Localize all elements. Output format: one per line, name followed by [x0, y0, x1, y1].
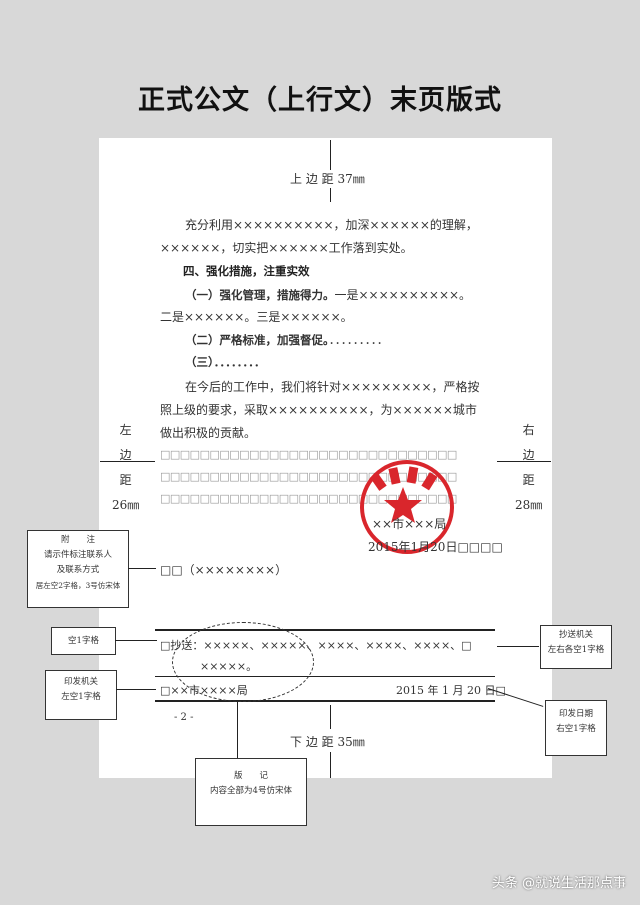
- document-title: 正式公文（上行文）末页版式: [138, 85, 502, 116]
- annotation-cc-box: 抄送机关 左右各空1字格: [540, 625, 612, 669]
- annotation-space-text: 空1字格: [68, 636, 99, 646]
- annotation-note-line-2: 及联系方式: [56, 565, 100, 575]
- annotation-issuer-box: 印发机关 左空1字格: [45, 670, 117, 720]
- left-margin-char-1: 左: [119, 423, 132, 437]
- left-margin-value: 26㎜: [112, 498, 140, 512]
- annotation-space-arrow: [115, 640, 157, 641]
- annotation-colophon-title: 版 记: [233, 771, 268, 781]
- paragraph-2-line-1: 在今后的工作中，我们将针对×××××××××，严格按: [185, 380, 480, 394]
- right-margin-char-1: 右: [522, 423, 535, 437]
- annotation-note-box: 附 注 请示件标注联系人 及联系方式 居左空2字格，3号仿宋体: [27, 530, 129, 608]
- item-1-bold: （一）强化管理，措施得力。: [185, 288, 335, 302]
- annotation-note-line-3: 居左空2字格，3号仿宋体: [35, 581, 121, 590]
- item-1-rest: 一是××××××××××。: [334, 288, 472, 302]
- item-2-line: （二）严格标准，加强督促。．．．．．．．．．: [185, 331, 389, 348]
- right-margin-value: 28㎜: [515, 498, 543, 512]
- paragraph-1-line-1: 充分利用××××××××××，加深××××××的理解，: [185, 218, 478, 232]
- signature-org: ××市×××局: [372, 517, 447, 531]
- right-margin-label: 右 边 距 28㎜: [515, 418, 542, 518]
- top-margin-arrow-lower: [330, 188, 331, 202]
- bottom-margin-arrow-upper: [330, 705, 331, 729]
- annotation-colophon-box: 版 记 内容全部为4号仿宋体: [195, 758, 307, 826]
- left-margin-arrow: [100, 461, 155, 462]
- watermark: 头条 @就说生活那点事: [491, 876, 626, 891]
- right-margin-char-2: 边: [522, 448, 535, 462]
- issuer-date: 2015 年 1 月 20 日□: [396, 684, 506, 697]
- annotation-issuer-line: 左空1字格: [61, 692, 101, 702]
- colophon-bottom-line: [155, 700, 495, 702]
- annotation-note-title: 附 注: [60, 535, 95, 545]
- official-seal: [360, 460, 454, 554]
- right-margin-char-3: 距: [522, 473, 535, 487]
- annotation-date-line: 右空1字格: [556, 724, 596, 734]
- annotation-cc-title: 抄送机关: [558, 630, 593, 640]
- colophon-middle-line: [155, 676, 495, 677]
- annotation-issuer-title: 印发机关: [63, 677, 98, 687]
- annotation-date-box: 印发日期 右空1字格: [545, 700, 607, 756]
- right-margin-arrow: [497, 461, 551, 462]
- item-2-bold: （二）严格标准，加强督促。: [185, 333, 329, 347]
- bottom-margin-arrow-lower: [330, 752, 331, 778]
- annotation-issuer-arrow: [116, 689, 156, 690]
- signature-date: 2015年1月20日□□□□: [368, 540, 503, 554]
- item-3-line: （三）．．．．．．．．: [185, 355, 266, 369]
- item-1-line-2: 二是××××××。三是××××××。: [160, 310, 353, 324]
- top-margin-arrow: [330, 140, 331, 170]
- annotation-colophon-line: 内容全部为4号仿宋体: [210, 786, 292, 796]
- annotation-note-arrow: [128, 568, 156, 569]
- grid-row-1: □□□□□□□□□□□□□□□□□□□□□□□□□□□□□□: [160, 448, 457, 461]
- left-margin-label: 左 边 距 26㎜: [112, 418, 139, 518]
- left-margin-char-3: 距: [119, 473, 132, 487]
- paragraph-1-line-2: ××××××，切实把××××××工作落到实处。: [160, 241, 413, 255]
- item-1-line-1: （一）强化管理，措施得力。一是××××××××××。: [185, 286, 471, 303]
- annotation-colophon-arrow: [237, 700, 238, 758]
- annotation-cc-arrow: [497, 646, 539, 647]
- colophon-top-line: [155, 629, 495, 631]
- annotation-space-box: 空1字格: [51, 627, 116, 655]
- annotation-cc-line: 左右各空1字格: [547, 645, 605, 655]
- page-number: - 2 -: [174, 712, 194, 723]
- section-heading-4: 四、强化措施，注重实效: [183, 264, 310, 278]
- annotation-note-line-1: 请示件标注联系人: [43, 550, 112, 560]
- seal-star-icon: [384, 487, 422, 523]
- dashed-highlight-ellipse: [172, 622, 314, 702]
- paragraph-2-line-3: 做出积极的贡献。: [160, 426, 257, 440]
- top-margin-label: 上 边 距 37㎜: [290, 172, 365, 186]
- annotation-date-title: 印发日期: [558, 709, 593, 719]
- attachment-note: □□（××××××××）: [160, 563, 288, 577]
- issuer-org: □××市××××局: [160, 684, 248, 697]
- bottom-margin-label: 下 边 距 35㎜: [290, 735, 365, 749]
- left-margin-char-2: 边: [119, 448, 132, 462]
- seal-rays-icon: [370, 466, 438, 491]
- item-2-rest: ．．．．．．．．．: [328, 333, 389, 347]
- paragraph-2-line-2: 照上级的要求，采取××××××××××，为××××××城市: [160, 403, 477, 417]
